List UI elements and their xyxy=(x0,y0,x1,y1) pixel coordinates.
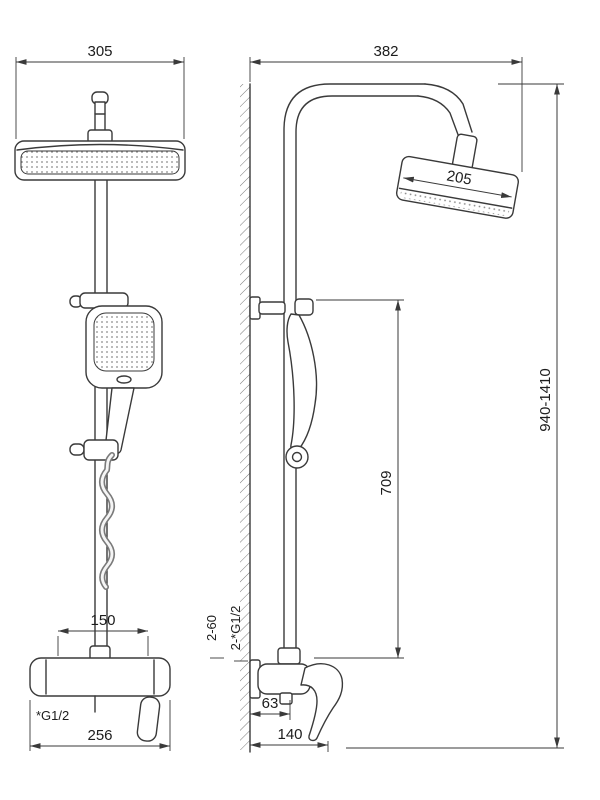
dim-label-overall-height: 940-1410 xyxy=(537,368,554,431)
front-hand-shower xyxy=(85,305,163,455)
side-wall-bracket xyxy=(249,296,314,320)
side-rain-shower-head: 205 xyxy=(395,133,520,219)
dim-port-spacing: 150 xyxy=(57,612,149,656)
wall-section xyxy=(240,83,251,753)
front-top-connector xyxy=(87,91,113,144)
front-slider-bracket xyxy=(69,292,129,309)
side-dimensions: 382 940-1410 709 2-60 2-*G1/2 63 xyxy=(204,43,564,752)
front-rain-shower-head xyxy=(14,140,186,181)
dim-label-head-width: 305 xyxy=(87,43,112,60)
front-mixer-handle xyxy=(136,696,161,742)
side-hand-shower xyxy=(285,313,318,469)
dim-head-width: 305 xyxy=(15,43,185,139)
side-mixer-valve xyxy=(249,647,344,742)
dim-label-valve-width: 256 xyxy=(87,727,112,744)
dim-valve-width: 256 xyxy=(29,700,171,751)
dim-label-port-spacing: 150 xyxy=(90,612,115,629)
front-mixer-valve xyxy=(29,645,171,742)
side-view: 205 xyxy=(240,83,520,753)
dim-label-valve-center: 63 xyxy=(262,695,279,712)
label-front-inlet-thread: *G1/2 xyxy=(36,708,69,723)
front-view xyxy=(14,91,186,742)
dim-top-reach: 382 xyxy=(249,43,523,172)
dim-overall-height: 940-1410 xyxy=(346,83,564,749)
label-wall-callout: 2-60 xyxy=(204,615,219,641)
front-dimensions: 305 150 *G1/2 256 xyxy=(15,43,185,751)
side-mixer-handle xyxy=(300,663,344,742)
dim-handle-reach: 140 xyxy=(250,726,329,752)
dim-label-head-depth: 205 xyxy=(445,167,473,188)
dim-valve-center: 63 xyxy=(250,695,291,720)
label-side-inlet-thread: 2-*G1/2 xyxy=(228,606,243,651)
dim-riser-height: 709 xyxy=(314,299,404,659)
side-riser-pipe xyxy=(283,83,473,659)
dim-label-top-reach: 382 xyxy=(373,43,398,60)
front-shower-hose xyxy=(99,452,115,590)
dim-label-handle-reach: 140 xyxy=(277,726,302,743)
dim-label-riser-height: 709 xyxy=(378,470,395,495)
